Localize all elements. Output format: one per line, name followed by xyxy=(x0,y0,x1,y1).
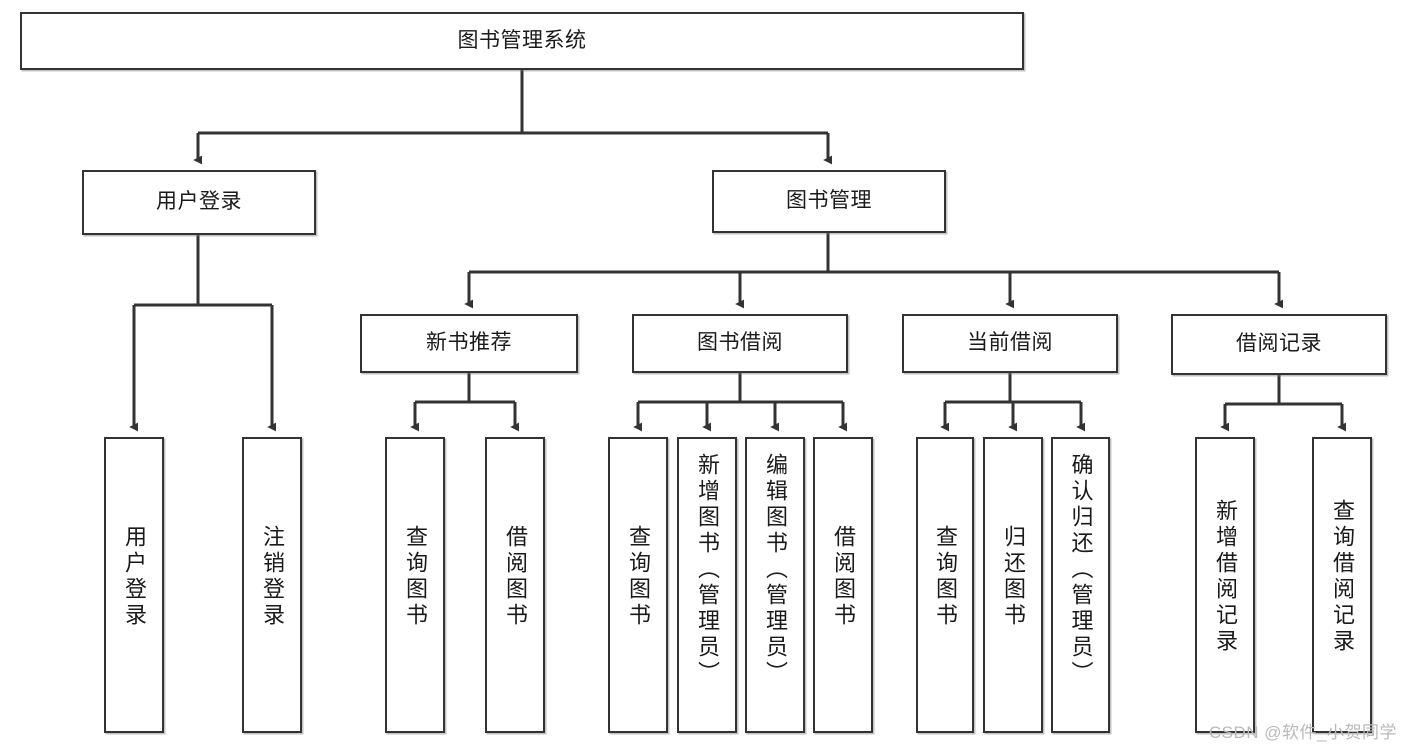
node-leaf-logout-login[interactable]: 注销登录 xyxy=(242,437,302,733)
node-book-borrow-label: 图书借阅 xyxy=(697,331,783,355)
node-leaf-edit-book-label: 编辑图书（管理员） xyxy=(763,453,788,687)
node-leaf-query-book-2[interactable]: 查询图书 xyxy=(608,437,668,733)
node-leaf-confirm-return-label: 确认归还（管理员） xyxy=(1068,453,1094,687)
node-leaf-logout-login-label: 注销登录 xyxy=(260,525,285,629)
node-borrow-record-label: 借阅记录 xyxy=(1236,332,1322,356)
node-current-borrow-label: 当前借阅 xyxy=(967,331,1053,355)
node-leaf-return-book-label: 归还图书 xyxy=(1001,525,1026,629)
node-leaf-user-login-label: 用户登录 xyxy=(122,525,147,629)
node-leaf-query-book-3[interactable]: 查询图书 xyxy=(916,437,974,733)
node-user-login-label: 用户登录 xyxy=(156,190,242,214)
node-leaf-query-book-3-label: 查询图书 xyxy=(933,525,958,629)
node-leaf-query-book-2-label: 查询图书 xyxy=(626,525,651,629)
node-leaf-borrow-book-1-label: 借阅图书 xyxy=(503,525,528,629)
node-leaf-query-record-label: 查询借阅记录 xyxy=(1330,499,1355,655)
node-leaf-query-record[interactable]: 查询借阅记录 xyxy=(1312,437,1372,733)
node-leaf-add-book[interactable]: 新增图书（管理员） xyxy=(677,437,737,733)
node-leaf-edit-book[interactable]: 编辑图书（管理员） xyxy=(745,437,805,733)
node-root[interactable]: 图书管理系统 xyxy=(20,12,1024,70)
node-leaf-confirm-return[interactable]: 确认归还（管理员） xyxy=(1051,437,1110,733)
node-new-book-recommend[interactable]: 新书推荐 xyxy=(360,314,578,373)
node-leaf-borrow-book-2-label: 借阅图书 xyxy=(831,525,856,629)
node-book-borrow[interactable]: 图书借阅 xyxy=(632,314,848,373)
node-user-login[interactable]: 用户登录 xyxy=(82,170,316,235)
watermark-text: CSDN @软件_小贺同学 xyxy=(1208,723,1397,742)
node-book-manage-label: 图书管理 xyxy=(786,189,872,213)
node-leaf-borrow-book-1[interactable]: 借阅图书 xyxy=(485,437,545,733)
node-leaf-add-record-label: 新增借阅记录 xyxy=(1213,499,1238,655)
node-book-manage[interactable]: 图书管理 xyxy=(712,170,946,233)
node-borrow-record[interactable]: 借阅记录 xyxy=(1171,314,1387,375)
node-root-label: 图书管理系统 xyxy=(457,28,587,52)
node-leaf-borrow-book-2[interactable]: 借阅图书 xyxy=(813,437,873,733)
node-new-book-recommend-label: 新书推荐 xyxy=(426,331,512,355)
node-current-borrow[interactable]: 当前借阅 xyxy=(902,314,1118,373)
node-leaf-return-book[interactable]: 归还图书 xyxy=(983,437,1043,733)
node-leaf-query-book-1[interactable]: 查询图书 xyxy=(385,437,445,733)
node-leaf-add-record[interactable]: 新增借阅记录 xyxy=(1195,437,1255,733)
node-leaf-user-login[interactable]: 用户登录 xyxy=(104,437,164,733)
node-leaf-add-book-label: 新增图书（管理员） xyxy=(695,453,720,687)
node-leaf-query-book-1-label: 查询图书 xyxy=(403,525,428,629)
